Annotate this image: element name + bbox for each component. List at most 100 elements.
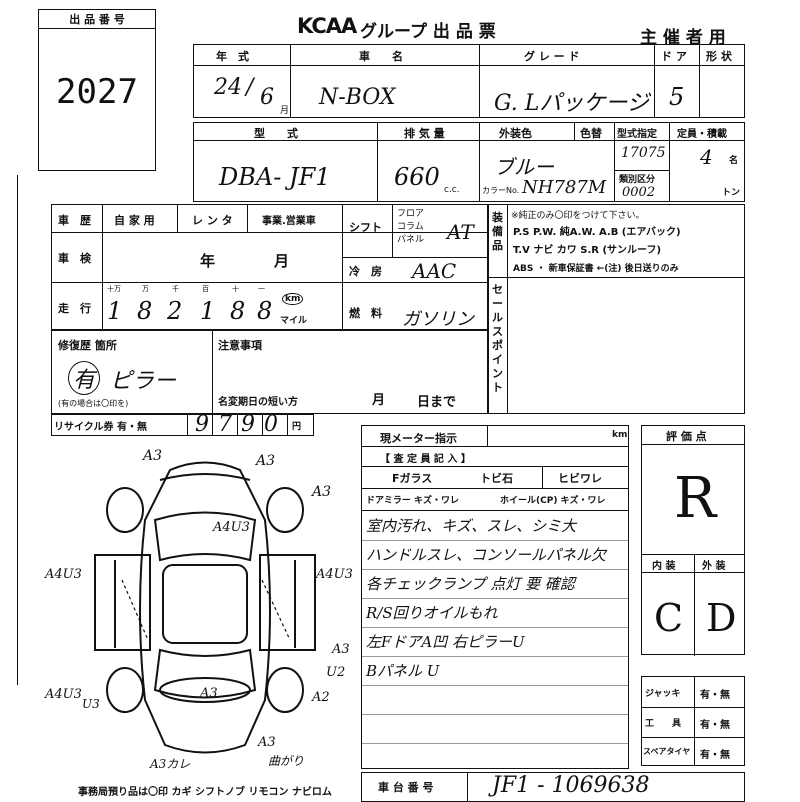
inspection-month: 月 — [274, 252, 290, 270]
recycle-unit: 円 — [292, 422, 302, 432]
shift-value: AT — [447, 220, 474, 244]
interior-label: 内 装 — [652, 561, 676, 572]
fuel-value: ガソリン — [402, 309, 474, 330]
repair-label: 修復歴 箇所 — [58, 339, 117, 352]
color-no: NH787M — [522, 177, 607, 198]
damage-label: A4U3 — [45, 687, 82, 702]
equipment-label: 装 備 品 — [492, 211, 514, 252]
crack-label: ヒビワレ — [558, 472, 602, 485]
remark-line: 左FドアA凹 右ピラーU — [366, 633, 525, 651]
unit-mile: マイル — [280, 316, 308, 326]
remark-line: 各チェックランプ 点灯 要 確認 — [366, 575, 575, 593]
mileage-digit: 1 — [200, 297, 216, 325]
damage-label: A3カレ — [150, 757, 191, 771]
color-no-label: カラーNo. — [482, 186, 520, 195]
remark-line: 室内汚れ、キズ、スレ、シミ大 — [366, 517, 577, 535]
capacity-label: 定員・積載 — [677, 129, 727, 140]
exterior-grade: D — [706, 596, 737, 640]
repair-detail: ピラー — [110, 369, 177, 394]
lot-box: 出 品 番 号 2027 — [38, 9, 156, 171]
mileage-digit: 8 — [230, 297, 246, 325]
grade-value: G. Lパッケージ — [494, 91, 649, 116]
equipment-line3: ABS ・ 新車保証書 ←(注) 後日送りのみ — [513, 264, 679, 274]
type-label: 型式指定 — [617, 129, 657, 140]
damage-label: A3 — [258, 735, 276, 750]
inspection-label: 車 検 — [58, 252, 91, 265]
month-value: 6 — [260, 85, 274, 110]
year-value: 24 — [214, 75, 242, 100]
overall-grade: R — [674, 466, 717, 531]
equipment-line2: T.V ナビ カワ S.R (サンルーフ) — [513, 245, 662, 256]
meter-unit: km — [612, 430, 628, 440]
mileage-digit: 8 — [257, 297, 273, 325]
cc-unit: c.c. — [444, 185, 460, 195]
notes-day: 日まで — [417, 395, 457, 410]
damage-label: U3 — [82, 697, 100, 711]
class-label: 類別区分 — [619, 175, 656, 185]
name-label: 車 名 — [359, 50, 403, 63]
damage-label: A3 — [143, 448, 163, 464]
equipment-box: 装 備 品 セールスポイント ※純正のみ〇印をつけて下さい。 P.S P.W. … — [488, 204, 745, 414]
interior-grade: C — [654, 596, 684, 640]
remark-line: Bパネル U — [366, 662, 440, 680]
chip-label: トビ石 — [480, 472, 513, 485]
notes-title-label: 名変期日の短い方 — [218, 397, 298, 408]
damage-label: A4U3 — [213, 520, 250, 535]
mileage-digit: 1 — [107, 297, 123, 325]
fglass-label: Fガラス — [392, 472, 433, 485]
mirror-label: ドアミラー キズ・ワレ — [366, 496, 459, 506]
check-value: 有・無 — [700, 690, 730, 701]
inspector-label: 【 査 定 員 記 入 】 — [380, 454, 471, 465]
remark-line: ハンドルスレ、コンソールパネル欠 — [366, 546, 607, 564]
model-value: DBA- JF1 — [219, 163, 331, 191]
history-label: 車 歴 — [58, 214, 91, 227]
year-label: 年 式 — [216, 50, 249, 63]
inspection-year: 年 — [200, 252, 216, 270]
history-opt-business: 事業.営業車 — [262, 216, 316, 227]
header-logo: KCAA — [297, 14, 357, 38]
damage-label: A3 — [200, 686, 218, 701]
ac-label: 冷 房 — [349, 265, 382, 278]
lot-number: 2027 — [56, 72, 138, 112]
wheel-label: ホイール(CP) キズ・ワレ — [500, 496, 606, 506]
header-title: グループ 出 品 票 — [360, 22, 496, 42]
mileage-label: 走 行 — [58, 302, 91, 315]
mileage-digit: 2 — [167, 297, 183, 325]
ton-unit: トン — [722, 188, 741, 198]
chassis-label: 車 台 番 号 — [378, 781, 434, 794]
equipment-line1: P.S P.W. 純A.W. A.B (エアバック) — [513, 227, 681, 238]
shape-label: 形 状 — [706, 50, 732, 63]
row2-table: 型 式 排 気 量 外装色 色替 型式指定 類別区分 定員・積載 DBA- JF… — [193, 122, 745, 202]
header-right: 主 催 者 用 — [640, 28, 726, 48]
check-label: ジャッキ — [645, 689, 681, 699]
damage-label: U2 — [326, 665, 346, 680]
grade-box: 評 価 点 R 内 装 外 装 C D — [641, 425, 745, 656]
remark-line: R/S回りオイルもれ — [366, 604, 498, 622]
unit-km: km — [282, 293, 304, 305]
meter-box: 現メーター指示 km 【 査 定 員 記 入 】 Fガラス トビ石 ヒビワレ ド… — [361, 425, 629, 511]
door-label: ド ア — [661, 50, 687, 63]
doors-value: 5 — [669, 83, 685, 111]
damage-label: A4U3 — [45, 567, 82, 582]
chassis-box: 車 台 番 号 JF1 - 1069638 — [361, 772, 745, 802]
disp-label: 排 気 量 — [404, 127, 445, 140]
history-table: 車 歴 自 家 用 レ ン タ 事業.営業車 車 検 年 月 走 行 十万 万 … — [51, 204, 489, 330]
row1-table: 年 式 車 名 グ レ ー ド ド ア 形 状 24 / 6 月 N-BOX G… — [193, 44, 745, 118]
equipment-note: ※純正のみ〇印をつけて下さい。 — [511, 211, 645, 221]
color-change-label: 色替 — [580, 127, 602, 140]
damage-label: A3 — [332, 642, 350, 657]
recycle-label: リサイクル券 有・無 — [54, 422, 147, 433]
lot-label: 出 品 番 号 — [39, 10, 155, 29]
damage-label: 曲がり — [268, 754, 305, 768]
month-unit: 月 — [280, 106, 290, 116]
repair-answer: 有 — [68, 361, 101, 395]
shift-label: シフト — [349, 221, 382, 234]
history-opt-rental: レ ン タ — [192, 214, 233, 227]
check-label: 工 具 — [645, 719, 682, 729]
grade-label: グ レ ー ド — [524, 50, 580, 63]
notes-label: 注意事項 — [218, 339, 262, 352]
footer-keys: 事務局預り品は〇印 カギ シフトノブ リモコン ナビロム — [78, 787, 332, 798]
model-label: 型 式 — [254, 127, 298, 140]
displacement: 660 — [394, 163, 440, 191]
repair-notes-box: 修復歴 箇所 有 ピラー (有の場合は〇印を) 注意事項 名変期日の短い方 月 … — [51, 330, 488, 414]
